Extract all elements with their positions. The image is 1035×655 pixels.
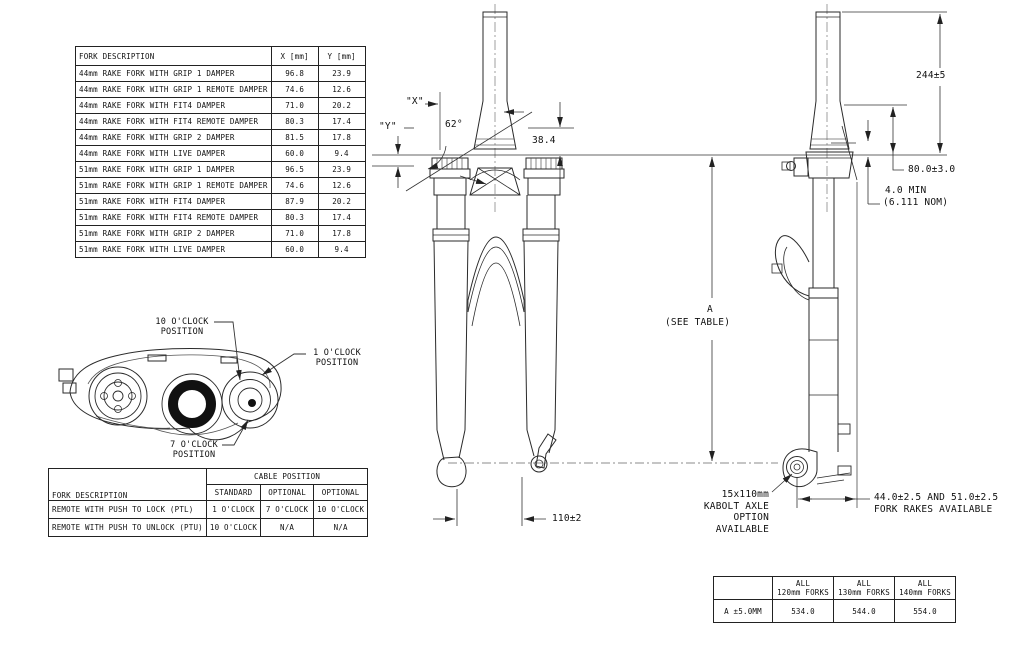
a-dim-note: (SEE TABLE) (664, 317, 732, 328)
header-cell (713, 576, 773, 600)
a-dim-label: A (706, 304, 714, 315)
kabolt-note: 15x110mm KABOLT AXLE OPTION AVAILABLE (688, 489, 770, 535)
angle-dim-label: 62° (444, 119, 464, 130)
y-dim-label: "Y" (378, 121, 398, 132)
min-note-line1: 4.0 MIN (884, 185, 928, 196)
leader-lines (214, 321, 306, 446)
header-cell: Y [mm] (317, 46, 366, 66)
taper-length-dim: 80.0±3.0 (907, 164, 957, 175)
header-cell: OPTIONAL (313, 484, 369, 501)
table-row: REMOTE WITH PUSH TO LOCK (PTL) 1 O'CLOCK… (48, 500, 369, 519)
fork-spec-table: FORK DESCRIPTION X [mm] Y [mm] 44mm RAKE… (75, 46, 366, 258)
side-view-fork (771, 4, 858, 488)
cable-position-table: FORK DESCRIPTION CABLE POSITION STANDARD… (48, 468, 369, 537)
rake-note: 44.0±2.5 AND 51.0±2.5 FORK RAKES AVAILAB… (873, 492, 1000, 515)
header-cell: CABLE POSITION (205, 468, 369, 485)
seven-oclock-label: 7 O'CLOCK POSITION (170, 440, 218, 460)
min-note-line2: (6.111 NOM) (882, 197, 950, 208)
table-header-row: FORK DESCRIPTION X [mm] Y [mm] (75, 46, 366, 66)
header-cell: STANDARD (205, 484, 262, 501)
header-cell: FORK DESCRIPTION (48, 468, 207, 501)
steerer-length-dim: 244±5 (915, 70, 947, 81)
crown-offset-dim: 38.4 (531, 135, 557, 146)
x-dim-label: "X" (405, 96, 425, 107)
header-cell: FORK DESCRIPTION (75, 46, 272, 66)
table-row: A ±5.0MM 534.0 544.0 554.0 (713, 599, 956, 623)
hub-width-dim: 110±2 (551, 513, 583, 524)
crown-top-view (58, 348, 282, 441)
front-view-fork (429, 4, 778, 488)
table-row: 44mm RAKE FORK WITH GRIP 1 REMOTE DAMPER… (75, 81, 366, 98)
one-oclock-label: 1 O'CLOCK POSITION (313, 348, 361, 368)
table-header-row: FORK DESCRIPTION CABLE POSITION (48, 468, 369, 501)
header-cell: OPTIONAL (260, 484, 315, 501)
table-row: REMOTE WITH PUSH TO UNLOCK (PTU) 10 O'CL… (48, 518, 369, 537)
dimension-linework (372, 11, 947, 526)
header-cell: X [mm] (270, 46, 319, 66)
ten-oclock-label: 10 O'CLOCK POSITION (155, 317, 209, 337)
table-row: 51mm RAKE FORK WITH GRIP 1 REMOTE DAMPER… (75, 177, 366, 194)
